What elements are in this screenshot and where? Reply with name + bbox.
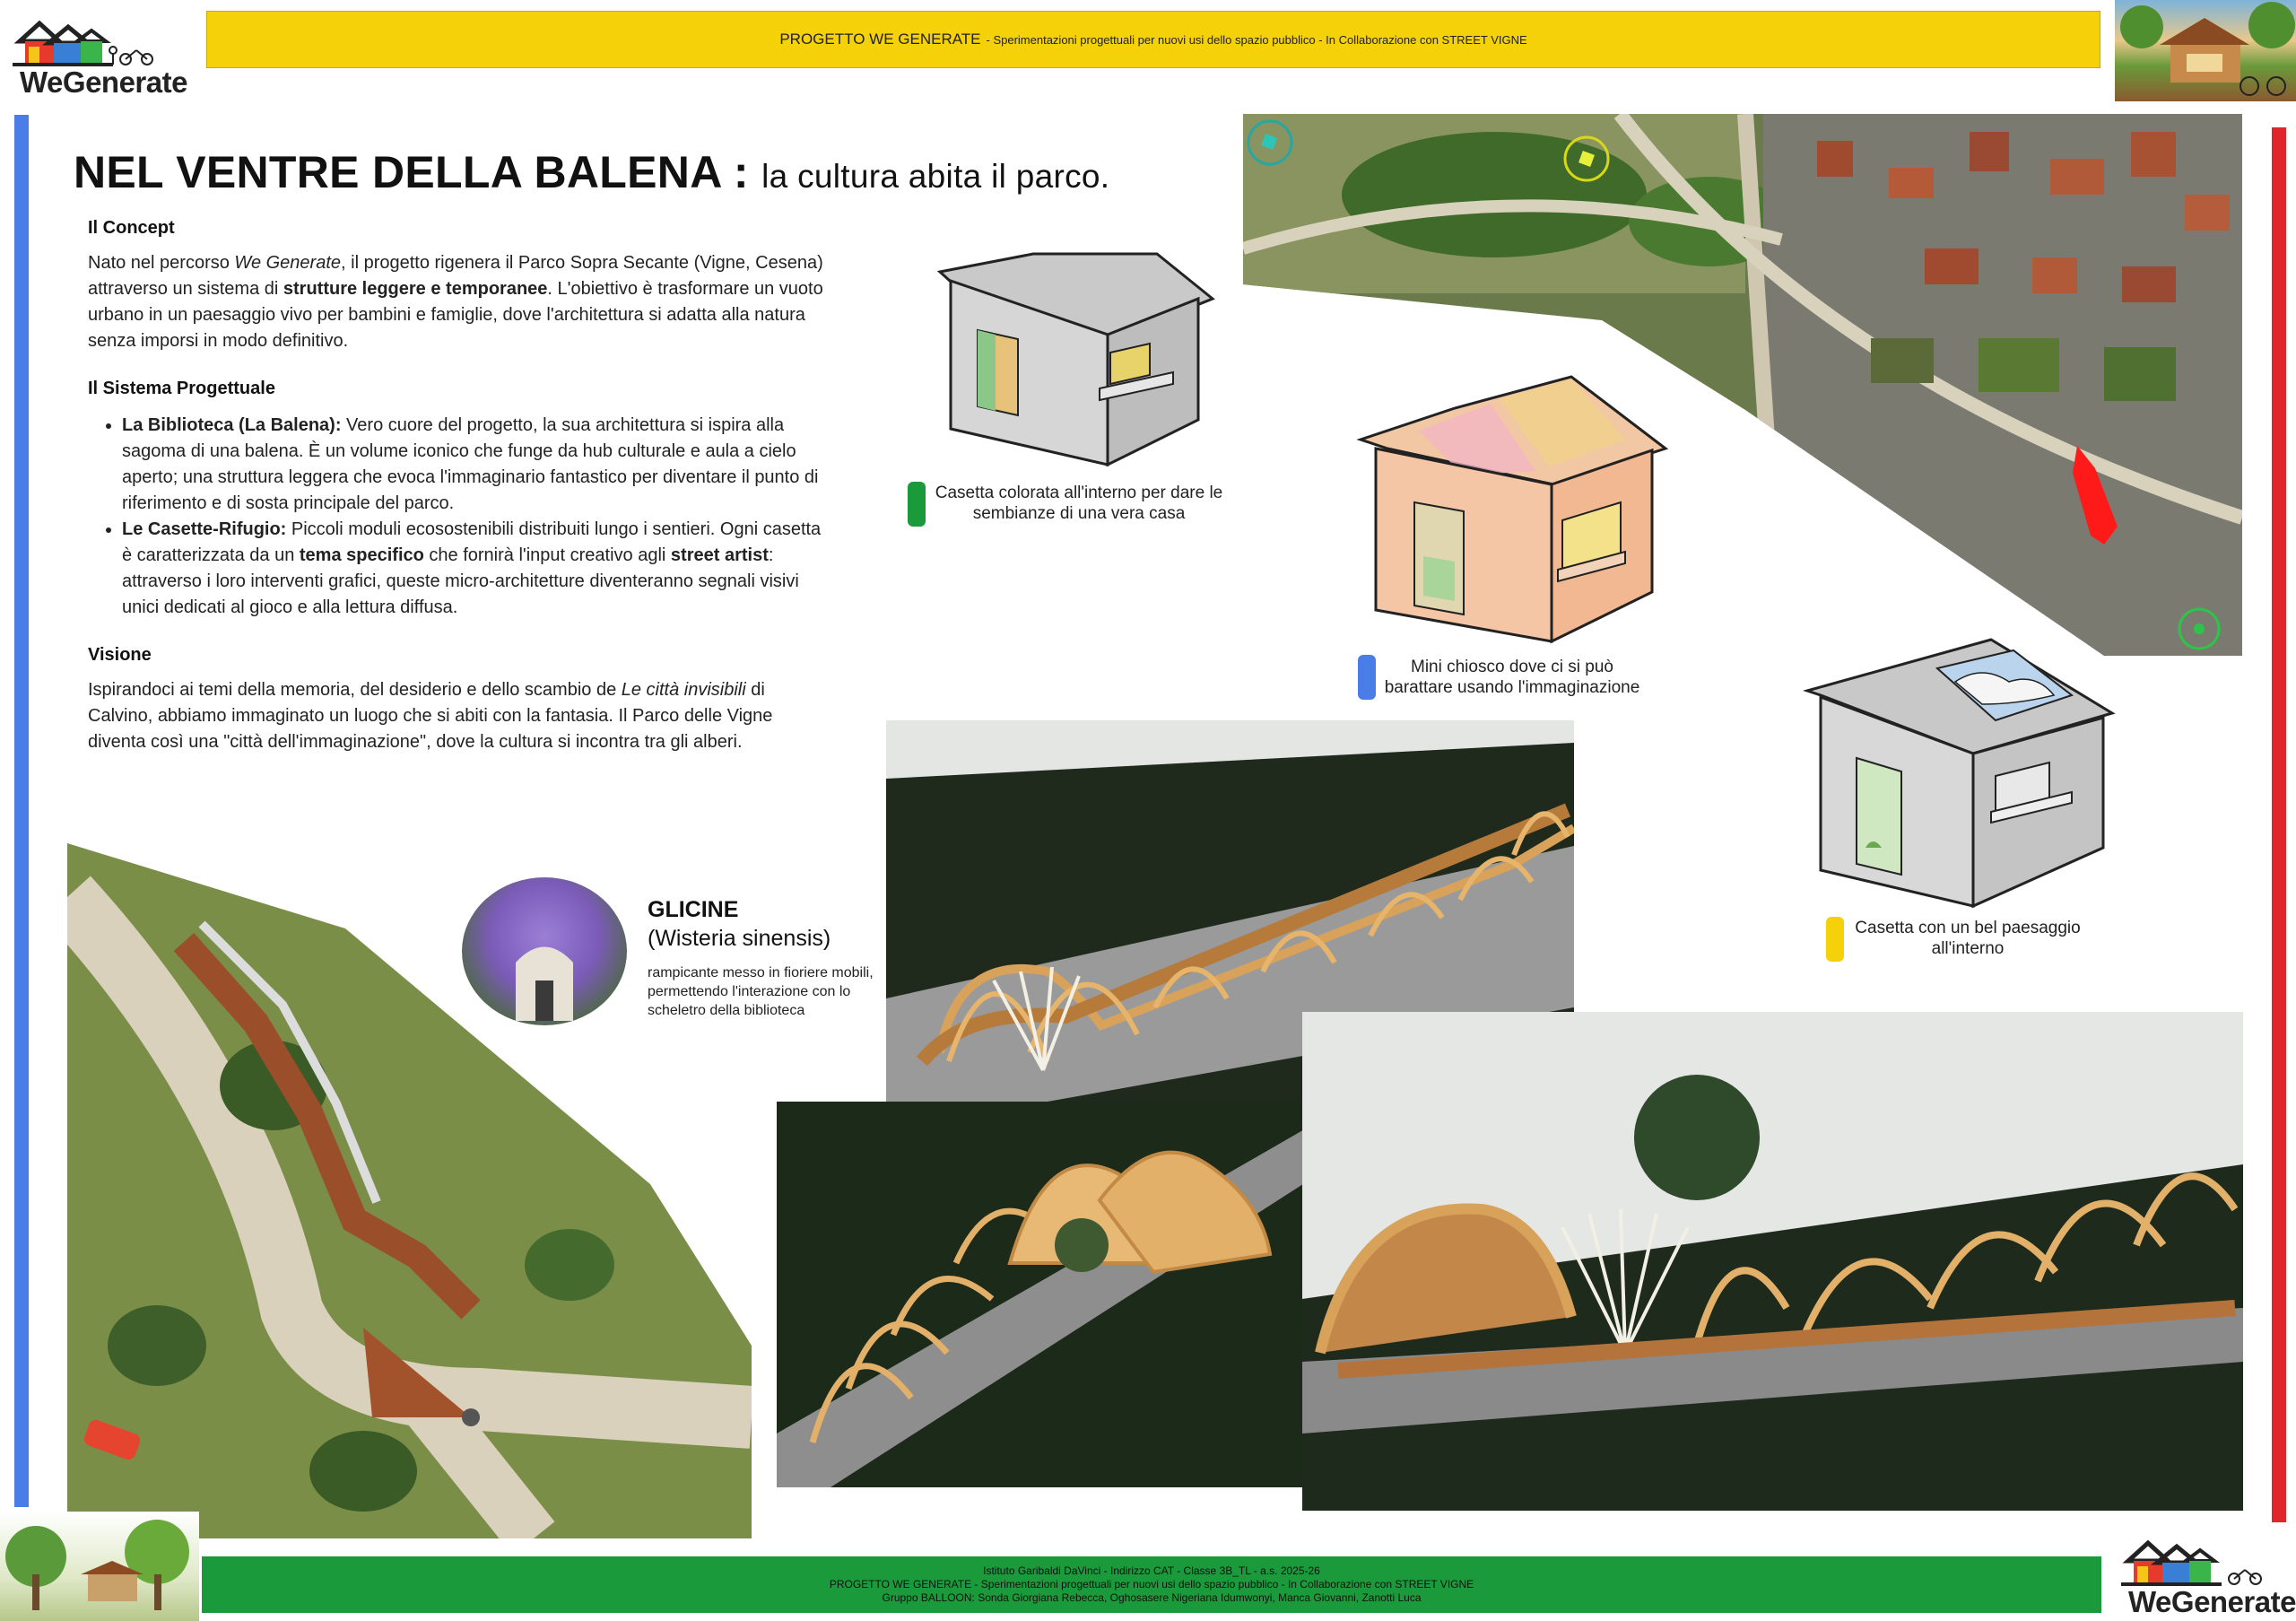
caption-marker-yellow	[1826, 917, 1844, 962]
glicine-photo	[462, 877, 627, 1025]
render-whale-2	[777, 1102, 1306, 1487]
description-text: Il Concept Nato nel percorso We Generate…	[88, 215, 823, 777]
visione-heading: Visione	[88, 645, 152, 665]
house-colored-icon	[1356, 375, 1669, 644]
logo-wordmark: WeGenerate	[2128, 1585, 2296, 1618]
concept-text-1: Nato nel percorso	[88, 253, 235, 273]
whale-side-render	[1302, 1075, 2243, 1511]
concept-text-2: , il progetto rigenera il Parco Sopra Se…	[88, 253, 823, 299]
item2-text-1: Piccoli moduli ecosostenibili distribuit…	[122, 519, 822, 565]
list-item: La Biblioteca (La Balena): Vero cuore de…	[122, 413, 823, 517]
logo-houses-icon	[2121, 1539, 2262, 1586]
concept-text-3: . L'obiettivo è trasformare un vuoto urb…	[88, 279, 823, 351]
concept-bold: strutture leggere e temporanee	[283, 279, 548, 299]
aerial-park-image	[67, 843, 752, 1538]
aerial-map-top	[1243, 114, 2242, 656]
item2-bold: Le Casette-Rifugio:	[122, 519, 287, 539]
wegenerate-logo: WeGenerate	[13, 14, 187, 100]
bottom-left-illustration	[0, 1512, 199, 1621]
glicine-description: rampicante messo in fioriere mobili, per…	[648, 965, 874, 1018]
sistema-list: La Biblioteca (La Balena): Vero cuore de…	[88, 413, 823, 621]
render-whale-3	[1302, 1012, 2243, 1511]
item2-bold-3: street artist	[670, 545, 769, 565]
park-sketch-icon	[5, 1520, 189, 1610]
item1-text: Vero cuore del progetto, la sua architet…	[122, 415, 819, 513]
visione-text-1: Ispirandoci ai temi della memoria, del d…	[88, 680, 622, 700]
item2-text-3: : attraverso i loro interventi grafici, …	[122, 545, 799, 617]
wegenerate-logo-bottom: WeGenerate	[2121, 1534, 2296, 1619]
render-whale-1	[886, 720, 1574, 1102]
kiosk-illustration-icon	[2120, 2, 2295, 96]
item1-bold: La Biblioteca (La Balena):	[122, 415, 342, 435]
glicine-latin-name: (Wisteria sinensis)	[648, 926, 831, 951]
glicine-title: GLICINE	[648, 897, 739, 922]
concept-paragraph: Nato nel percorso We Generate, il proget…	[88, 250, 823, 354]
visione-text-2: di Calvino, abbiamo immaginato un luogo …	[88, 680, 773, 752]
item2-text-2: che fornirà l'input creativo agli	[423, 545, 671, 565]
logo-houses-icon	[13, 20, 153, 66]
footer-project: PROGETTO WE GENERATE - Sperimentazioni p…	[829, 1578, 1474, 1590]
house-gray-icon	[936, 252, 1215, 467]
whale-tunnel-render	[777, 1129, 1306, 1487]
caption-marker-blue	[1358, 655, 1376, 700]
visione-paragraph: Ispirandoci ai temi della memoria, del d…	[88, 677, 823, 755]
list-item: Le Casette-Rifugio: Piccoli moduli ecoso…	[122, 517, 823, 621]
concept-heading: Il Concept	[88, 218, 175, 238]
caption-blue: Mini chiosco dove ci si può barattare us…	[1384, 658, 1640, 697]
header-subtitle: - Sperimentazioni progettuali per nuovi …	[986, 32, 1527, 47]
logo-wordmark: WeGenerate	[20, 65, 187, 99]
footer-banner: Istituto Garibaldi DaVinci - Indirizzo C…	[202, 1556, 2101, 1613]
concept-italic: We Generate	[234, 253, 342, 273]
header-project: PROGETTO WE GENERATE	[779, 31, 981, 48]
aerial-map-bottom	[67, 843, 752, 1538]
left-accent-bar	[14, 115, 29, 1507]
wisteria-arch-icon	[516, 946, 573, 1021]
caption-yellow: Casetta con un bel paesaggio all'interno	[1855, 919, 2081, 958]
top-right-illustration	[2115, 0, 2296, 101]
item2-bold-2: tema specifico	[299, 545, 424, 565]
house-sketch-yellow	[1802, 632, 2117, 911]
right-accent-bar	[2272, 127, 2286, 1522]
visione-italic: Le città invisibili	[621, 680, 746, 700]
house-landscape-icon	[1802, 638, 2116, 909]
sistema-heading: Il Sistema Progettuale	[88, 379, 275, 398]
house-sketch-green	[933, 218, 1220, 469]
caption-green: Casetta colorata all'interno per dare le…	[935, 484, 1223, 523]
footer-school: Istituto Garibaldi DaVinci - Indirizzo C…	[983, 1564, 1320, 1577]
page-title: NEL VENTRE DELLA BALENA : la cultura abi…	[74, 146, 1109, 198]
title-main: NEL VENTRE DELLA BALENA :	[74, 147, 749, 197]
house-sketch-blue	[1356, 368, 1670, 646]
header-banner: PROGETTO WE GENERATE - Sperimentazioni p…	[206, 11, 2100, 68]
title-sub: la cultura abita il parco.	[761, 158, 1110, 195]
footer-group: Gruppo BALLOON: Sonda Giorgiana Rebecca,…	[882, 1591, 1422, 1604]
caption-marker-green	[908, 482, 926, 527]
aerial-map-image	[1243, 114, 2242, 656]
